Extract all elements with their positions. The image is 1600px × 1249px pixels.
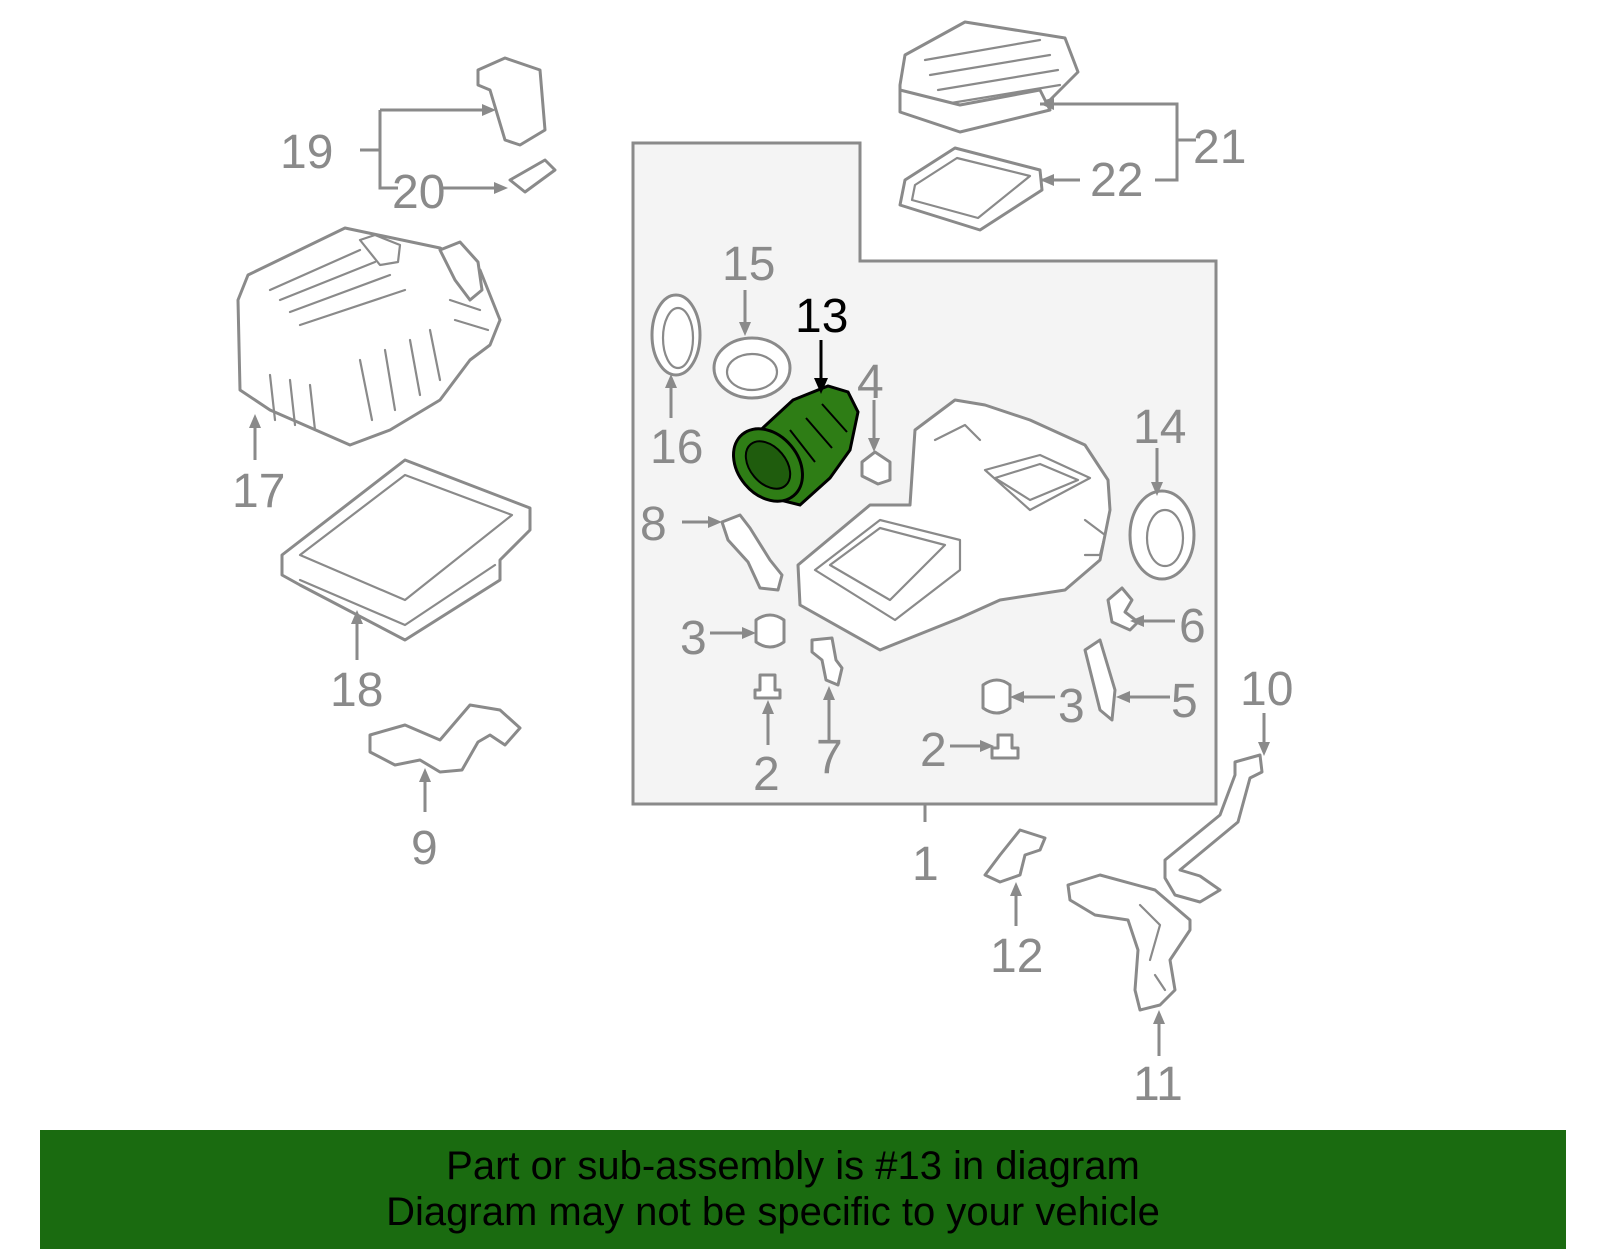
banner-line-1: Part or sub-assembly is #13 in diagram (446, 1144, 1140, 1188)
part-17-duct (438, 240, 484, 302)
bracket-19-20 (360, 108, 500, 190)
part-20-seal (508, 158, 557, 194)
arrow-11 (1153, 1010, 1165, 1024)
part-17-housing-ribs (268, 233, 490, 432)
callout-15: 15 (722, 238, 775, 291)
part-3-grommet-a (754, 613, 786, 649)
arrow-17 (249, 414, 261, 428)
info-banner: Part or sub-assembly is #13 in diagram D… (40, 1130, 1566, 1249)
part-8-bracket (720, 513, 784, 592)
part-5-strip (1083, 638, 1117, 722)
callout-22: 22 (1090, 154, 1143, 207)
arrow-9 (419, 768, 431, 782)
callout-9: 9 (411, 822, 438, 875)
part-13-hose-bands (789, 403, 848, 463)
arrow-14 (1151, 482, 1163, 496)
arrow-2a (762, 700, 774, 714)
callout-10: 10 (1240, 663, 1293, 716)
part-11-mount (1066, 873, 1192, 1012)
arrow-3a (742, 627, 756, 639)
part-22-gasket-inner (910, 156, 1032, 220)
part-2-bolt-a (753, 673, 782, 700)
part-21-cover-ribs (923, 38, 1062, 106)
part-11-mount-detail (1138, 903, 1167, 992)
part-22-gasket (898, 146, 1044, 232)
part-14-seal-inner (1145, 508, 1185, 568)
callout-11: 11 (1133, 1058, 1183, 1111)
part-18-filter-inner (298, 473, 514, 627)
arrow-7 (823, 686, 835, 700)
part-3-grommet-b (981, 678, 1012, 715)
callout-4: 4 (857, 356, 884, 409)
part-6-clip (1106, 586, 1140, 632)
arrow-19 (482, 104, 496, 116)
callout-7: 7 (816, 731, 843, 784)
callout-18: 18 (330, 664, 383, 717)
arrow-16 (665, 374, 677, 388)
part-2-bolt-b (990, 733, 1020, 760)
arrow-8 (708, 516, 722, 528)
callout-17: 17 (232, 465, 285, 518)
arrow-4 (868, 438, 880, 452)
part-16-clamp-inner (661, 306, 695, 370)
part-1-housing-detail (813, 423, 1107, 622)
arrow-6 (1130, 615, 1144, 627)
arrow-10 (1258, 742, 1270, 756)
callout-5: 5 (1171, 675, 1198, 728)
part-12-bracket (983, 828, 1047, 884)
part-15-adapter-inner (725, 352, 779, 392)
callout-8: 8 (640, 498, 667, 551)
part-21-cover-base (898, 88, 1052, 134)
callout-3a: 3 (680, 612, 707, 665)
arrow-2b (980, 740, 994, 752)
arrow-12 (1010, 882, 1022, 896)
part-18-filter (280, 458, 532, 642)
callout-2b: 2 (920, 724, 947, 777)
arrow-13 (814, 378, 828, 394)
arrow-18 (351, 610, 363, 624)
callout-16: 16 (650, 421, 703, 474)
callout-14: 14 (1133, 401, 1186, 454)
callout-6: 6 (1179, 600, 1206, 653)
callout-19: 19 (280, 126, 333, 179)
callout-20: 20 (392, 166, 445, 219)
callout-3b: 3 (1058, 680, 1085, 733)
arrow-21 (1040, 98, 1054, 110)
arrow-20 (494, 182, 508, 194)
callout-2a: 2 (753, 748, 780, 801)
part-10-bracket (1163, 753, 1264, 904)
callout-1: 1 (912, 838, 939, 891)
arrow-22 (1040, 174, 1054, 186)
part-13-hose-mouth (744, 440, 792, 490)
part-7-clip (810, 636, 844, 687)
banner-line-2: Diagram may not be specific to your vehi… (386, 1190, 1160, 1234)
callout-13: 13 (795, 290, 848, 343)
part-19-sensor (476, 56, 547, 147)
callout-21: 21 (1193, 121, 1246, 174)
part-9-bracket (368, 703, 522, 774)
arrow-5 (1116, 691, 1130, 703)
part-4-sensor (860, 450, 892, 486)
part-1-housing (796, 398, 1112, 652)
arrow-3b (1010, 691, 1024, 703)
arrow-15 (739, 322, 751, 336)
callout-12: 12 (990, 930, 1043, 983)
